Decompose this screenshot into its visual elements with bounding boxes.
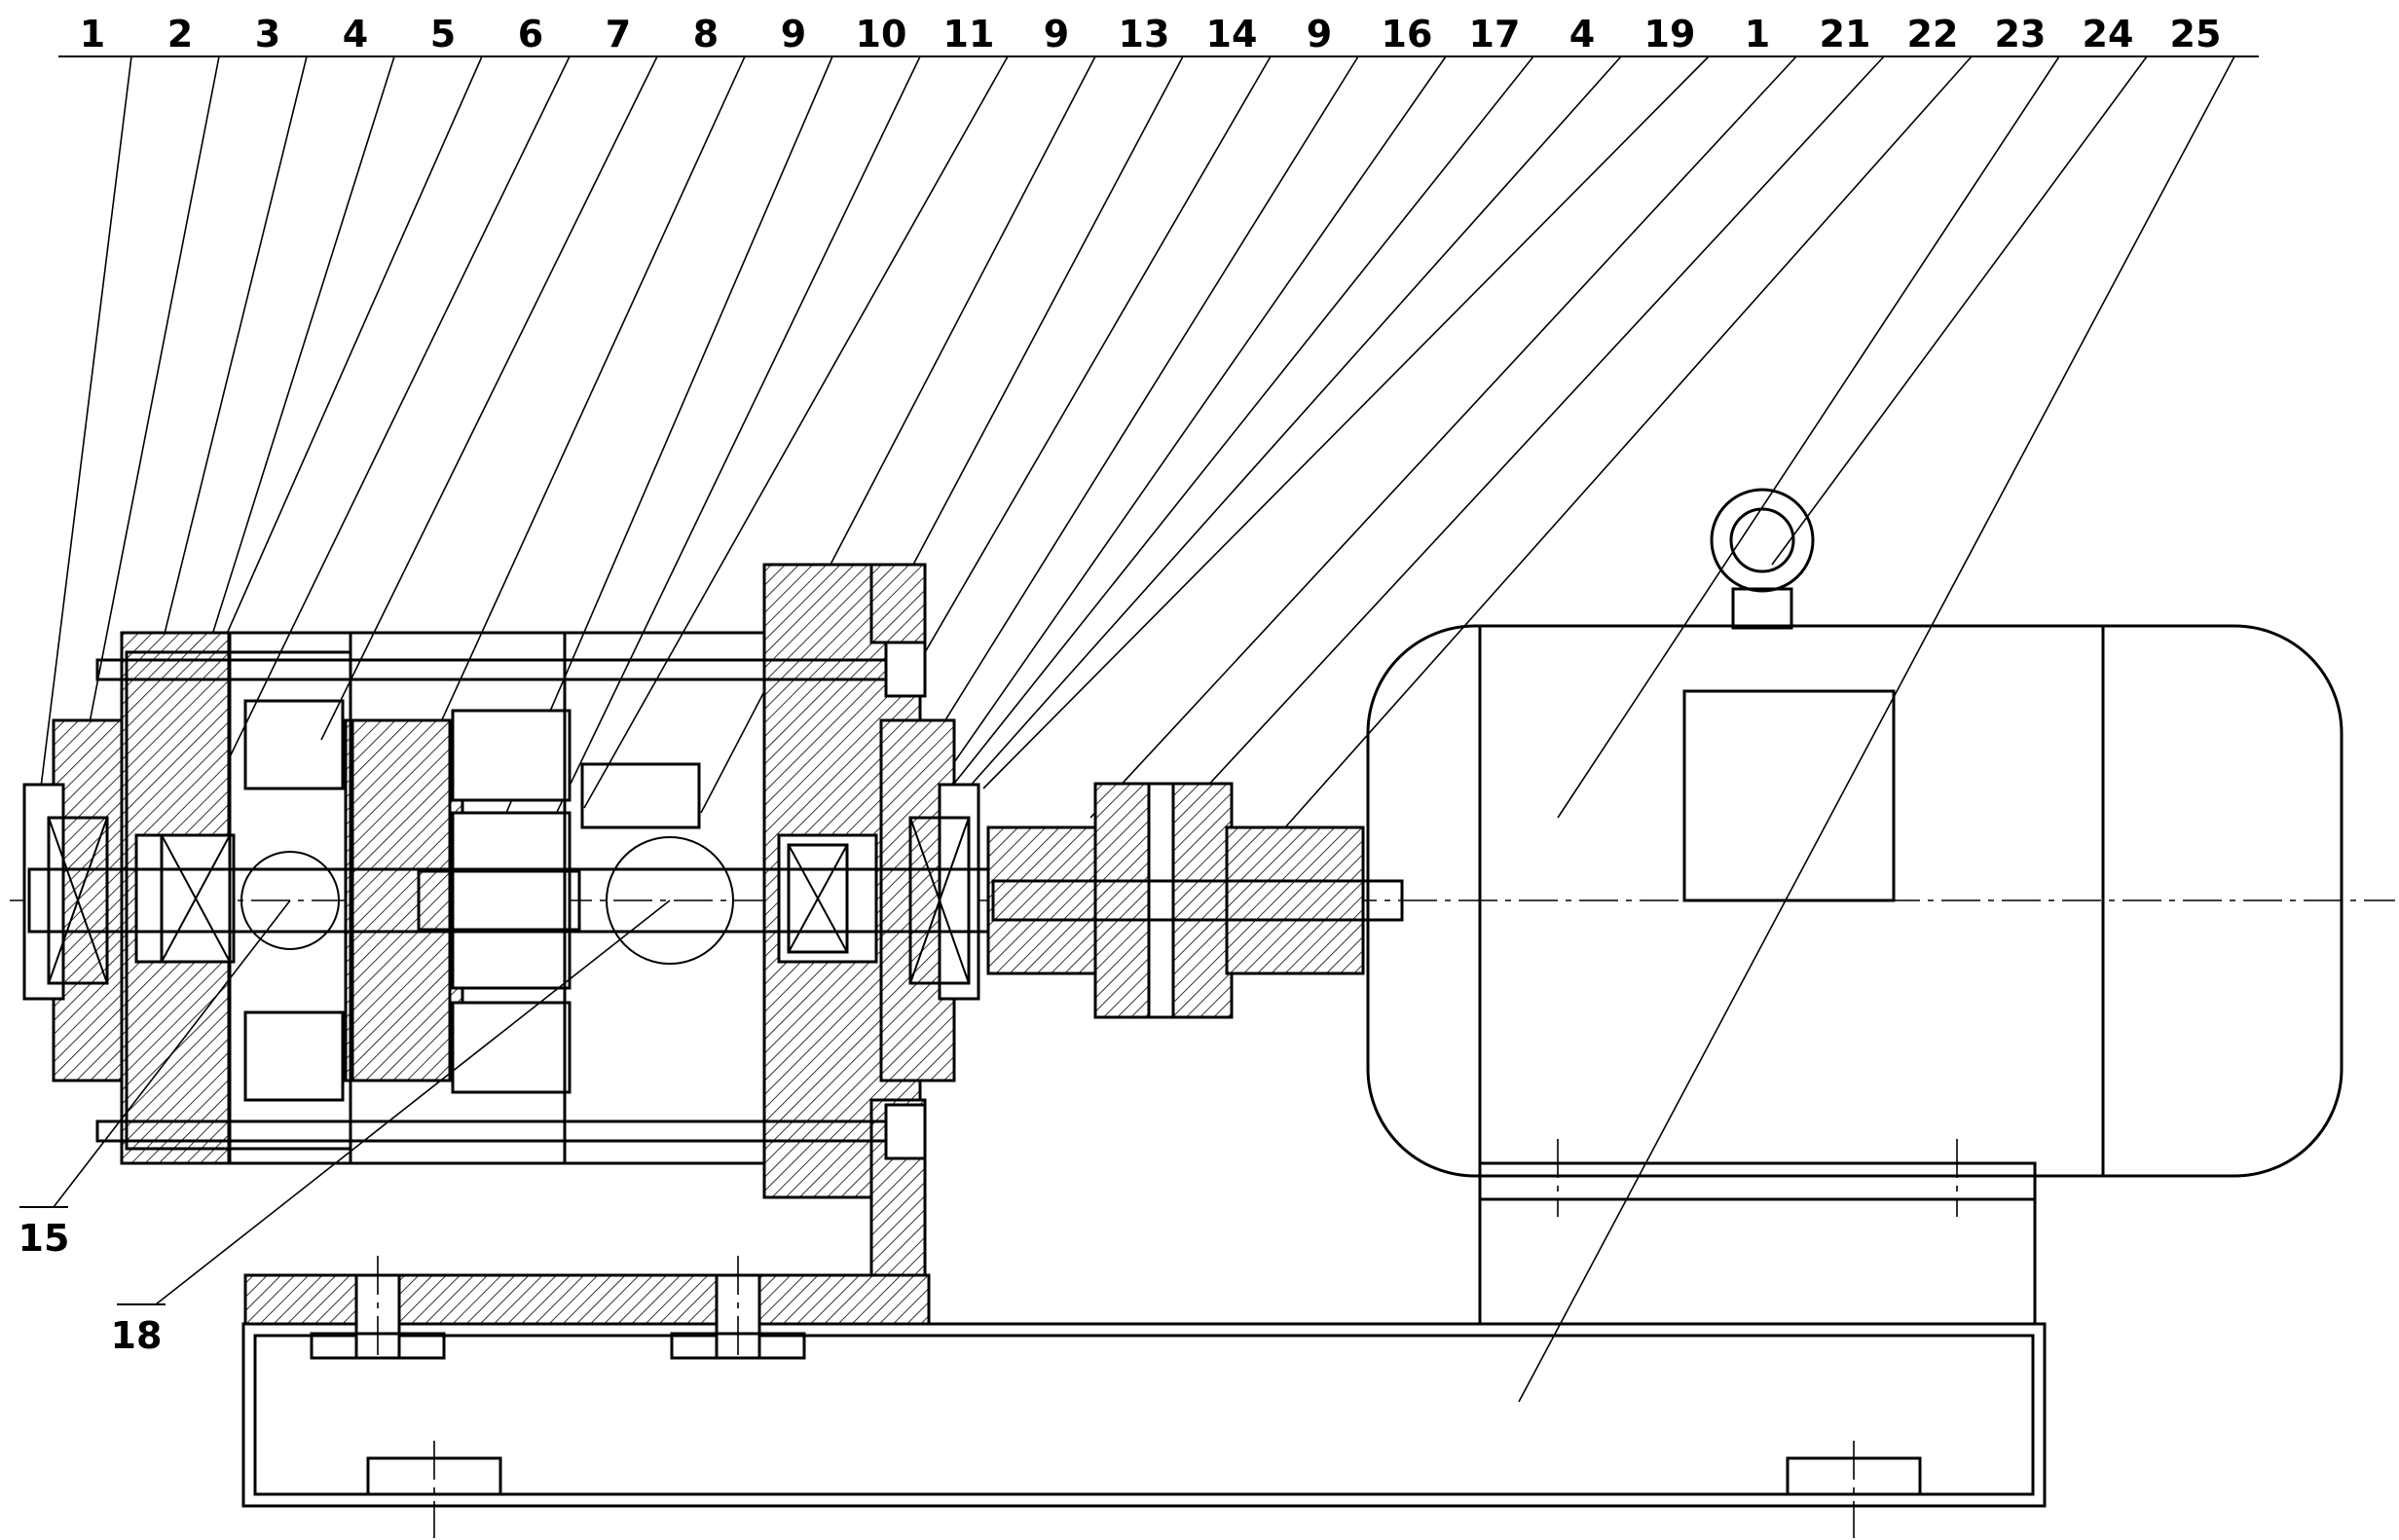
lifting-eye-inner: [1729, 507, 1795, 573]
leader-19: [982, 55, 1710, 789]
callout-21: 21: [1820, 13, 1871, 55]
callout-9: 9: [781, 13, 806, 55]
callout-25: 25: [2170, 13, 2222, 55]
motor-body: [1366, 624, 2344, 1178]
leader-1: [38, 55, 132, 804]
gear-circle-15: [240, 851, 340, 950]
callout-10: 10: [856, 13, 907, 55]
leader-16: [904, 55, 1447, 833]
leader-4: [958, 55, 1622, 799]
leader-9: [505, 55, 833, 814]
leader-18: [155, 899, 671, 1305]
motor-foot: [1478, 1161, 2037, 1326]
coupling: [986, 782, 1404, 1019]
leader-1: [1089, 55, 1797, 819]
callout-9: 9: [1307, 13, 1332, 55]
pump-mount-plate: [243, 1273, 931, 1326]
callout-22: 22: [1907, 13, 1959, 55]
leader-10: [535, 55, 921, 858]
callout-24: 24: [2083, 13, 2134, 55]
leader-8: [427, 55, 746, 751]
callout-15: 15: [18, 1217, 70, 1260]
base-frame: [241, 1256, 2047, 1538]
callout-7: 7: [606, 13, 631, 55]
callout-6: 6: [518, 13, 543, 55]
callout-3: 3: [255, 13, 280, 55]
callout-19: 19: [1644, 13, 1696, 55]
lifting-eye-outer: [1710, 488, 1815, 593]
electric-motor: [1366, 488, 2344, 1326]
callout-17: 17: [1469, 13, 1521, 55]
callout-14: 14: [1206, 13, 1258, 55]
motor-nameplate: [1682, 689, 1896, 902]
leader-24: [1771, 55, 2148, 566]
leader-11: [583, 55, 1009, 809]
callout-5: 5: [430, 13, 456, 55]
leader-2: [72, 55, 220, 809]
callout-23: 23: [1995, 13, 2047, 55]
leader-21: [1177, 55, 1885, 819]
callout-2: 2: [167, 13, 193, 55]
callout-8: 8: [693, 13, 719, 55]
callout-1: 1: [80, 13, 105, 55]
leader-22: [1284, 55, 1973, 828]
callout-4: 4: [1569, 13, 1595, 55]
callout-18: 18: [111, 1314, 163, 1357]
callout-4: 4: [343, 13, 368, 55]
leader-15: [53, 899, 291, 1208]
leader-17: [934, 55, 1534, 809]
callout-16: 16: [1382, 13, 1433, 55]
callout-1: 1: [1745, 13, 1770, 55]
leader-9: [866, 55, 1359, 848]
pump-assembly: [22, 563, 1005, 1277]
gear-circle-18: [606, 836, 734, 965]
leader-7: [320, 55, 658, 741]
leader-6: [223, 55, 571, 770]
callout-9: 9: [1044, 13, 1069, 55]
leader-23: [1557, 55, 2060, 819]
callout-13: 13: [1119, 13, 1170, 55]
leader-25: [1518, 55, 2235, 1403]
callout-11: 11: [943, 13, 995, 55]
